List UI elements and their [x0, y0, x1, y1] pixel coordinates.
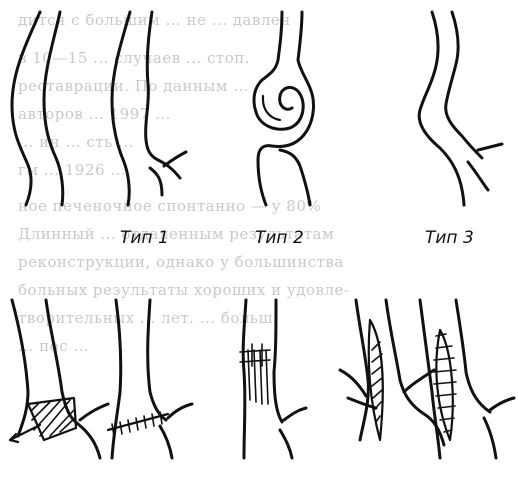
label-type-1: Тип 1 [120, 228, 169, 248]
label-type-3: Тип 3 [425, 228, 474, 248]
type1-bifurcated-vessel [112, 12, 186, 205]
type2-coiled-vessel [254, 12, 313, 205]
label-type-2: Тип 2 [255, 228, 304, 248]
type3-bent-vessel [419, 12, 502, 205]
type1-normal-vessel [12, 12, 63, 205]
repair-patched-vessel [420, 300, 514, 458]
repair-anastomosis-vessel [108, 300, 192, 458]
repair-hatched-segment-vessel [10, 300, 108, 458]
repair-graft-vessel [240, 300, 306, 458]
